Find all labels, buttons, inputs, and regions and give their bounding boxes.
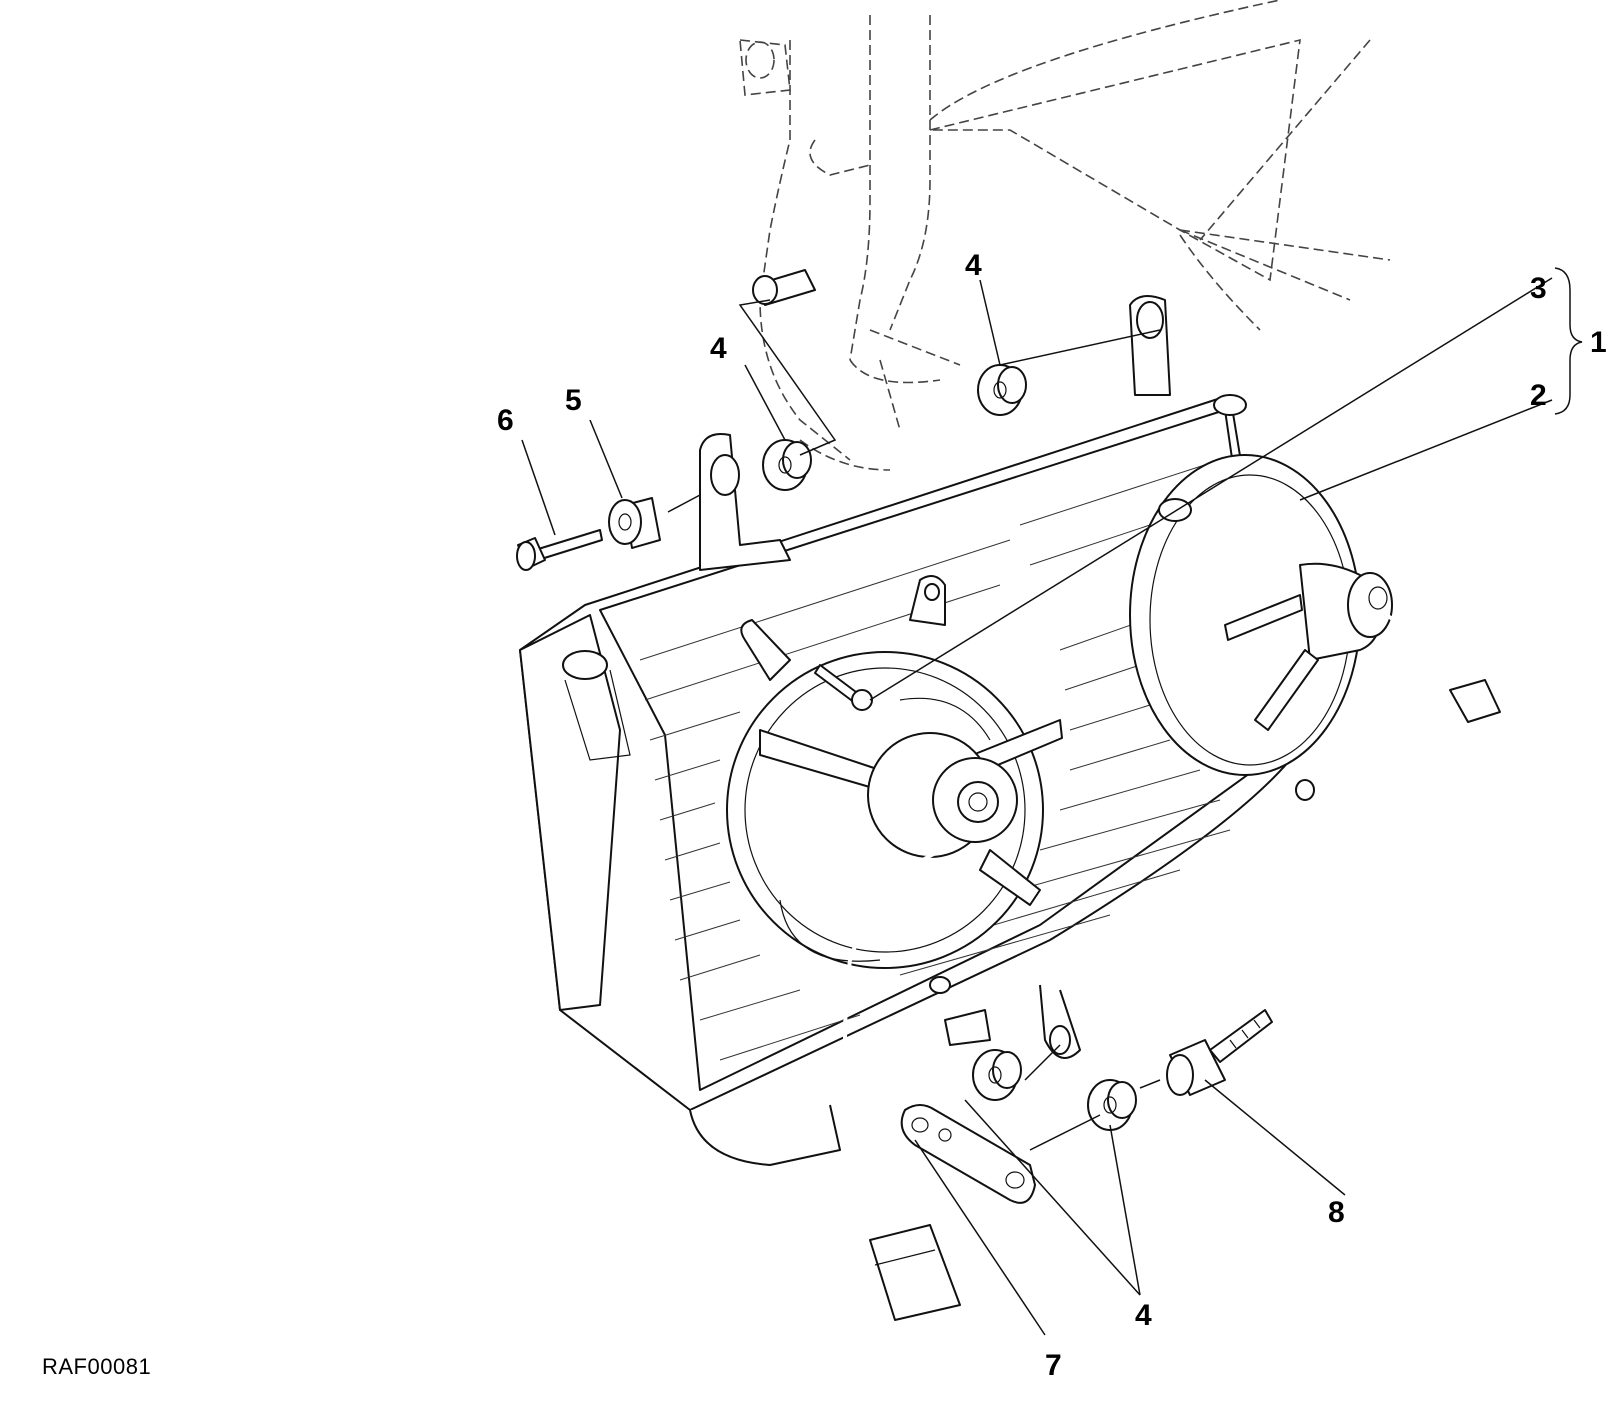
drawing-code: RAF00081 [42,1354,152,1379]
grommet-bottom-a [972,1049,1022,1101]
callout-6: 6 [497,404,514,437]
fan-front [726,619,1063,969]
callout-7: 7 [1045,1349,1062,1382]
fan-rear [1129,454,1393,776]
callout-4-bottom: 4 [1135,1299,1152,1332]
radiator-fins [639,459,1231,1061]
grommet-bottom-b [1087,1079,1137,1131]
wiring-harness [843,613,1501,1321]
spacer [608,497,661,549]
callout-8: 8 [1328,1196,1345,1229]
frame-phantom-lines [739,0,1391,471]
grommet-top [977,364,1027,416]
screw [516,529,603,571]
callout-4-top: 4 [965,249,982,282]
callout-labels: 1 2 3 4 4 4 5 6 7 8 [497,249,1607,1382]
callout-4-left: 4 [710,332,727,365]
callout-1: 1 [1590,326,1607,359]
fan-screw [814,664,873,711]
bracket [900,1104,1036,1204]
callout-2: 2 [1530,379,1547,412]
leader-lines [521,267,1583,1336]
grommet-left [762,439,812,491]
callout-3: 3 [1530,272,1547,305]
callout-5: 5 [565,384,582,417]
stud-bushing [1166,1009,1273,1096]
frame-bushing [752,269,816,306]
